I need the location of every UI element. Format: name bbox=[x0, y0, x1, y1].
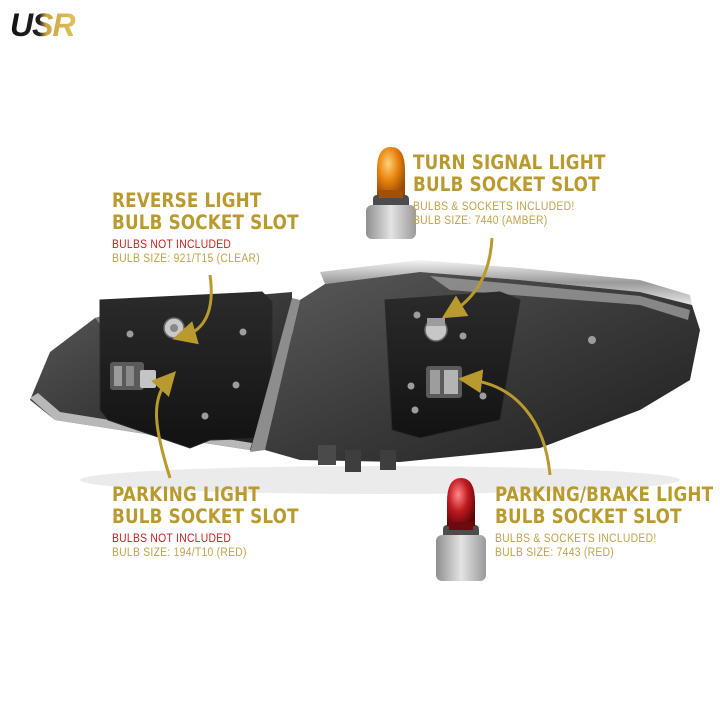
brake-light-callout: PARKING/BRAKE LIGHT BULB SOCKET SLOT BUL… bbox=[495, 484, 720, 560]
parking-bulb-size: BULB SIZE: 194/T10 (RED) bbox=[112, 547, 247, 559]
reverse-note: BULBS NOT INCLUDED bbox=[112, 239, 232, 251]
parking-light-callout: PARKING LIGHT BULB SOCKET SLOT BULBS NOT… bbox=[112, 484, 329, 560]
turn-signal-callout: TURN SIGNAL LIGHT BULB SOCKET SLOT BULBS… bbox=[413, 152, 637, 228]
reverse-title-line1: REVERSE LIGHT bbox=[112, 189, 262, 212]
reverse-bulb-size: BULB SIZE: 921/T15 (CLEAR) bbox=[112, 253, 260, 265]
reverse-leader-line bbox=[172, 274, 213, 345]
parking-title-line2: BULB SOCKET SLOT bbox=[112, 505, 299, 528]
usr-logo: USR bbox=[10, 8, 76, 42]
turn-bulb-size: BULB SIZE: 7440 (AMBER) bbox=[413, 215, 548, 227]
brake-note: BULBS & SOCKETS INCLUDED! bbox=[495, 533, 657, 545]
parking-note: BULBS NOT INCLUDED bbox=[112, 533, 232, 545]
svg-text:USR: USR bbox=[10, 8, 75, 42]
trunk-lamp bbox=[30, 291, 292, 450]
turn-title-line1: TURN SIGNAL LIGHT bbox=[413, 151, 606, 174]
parking-leader-line bbox=[151, 371, 177, 479]
amber-bulb-icon bbox=[366, 147, 416, 239]
red-bulb-icon bbox=[436, 478, 486, 581]
turn-title-line2: BULB SOCKET SLOT bbox=[413, 173, 600, 196]
parking-title-line1: PARKING LIGHT bbox=[112, 483, 260, 506]
quarter-lamp bbox=[250, 260, 700, 472]
brake-bulb-size: BULB SIZE: 7443 (RED) bbox=[495, 547, 614, 559]
reverse-title-line2: BULB SOCKET SLOT bbox=[112, 211, 299, 234]
turn-note: BULBS & SOCKETS INCLUDED! bbox=[413, 201, 575, 213]
brake-leader-line bbox=[458, 369, 552, 476]
brake-title-line1: PARKING/BRAKE LIGHT bbox=[495, 483, 714, 506]
reverse-light-callout: REVERSE LIGHT BULB SOCKET SLOT BULBS NOT… bbox=[112, 190, 329, 266]
turn-leader-line bbox=[441, 237, 494, 319]
brake-title-line2: BULB SOCKET SLOT bbox=[495, 505, 682, 528]
